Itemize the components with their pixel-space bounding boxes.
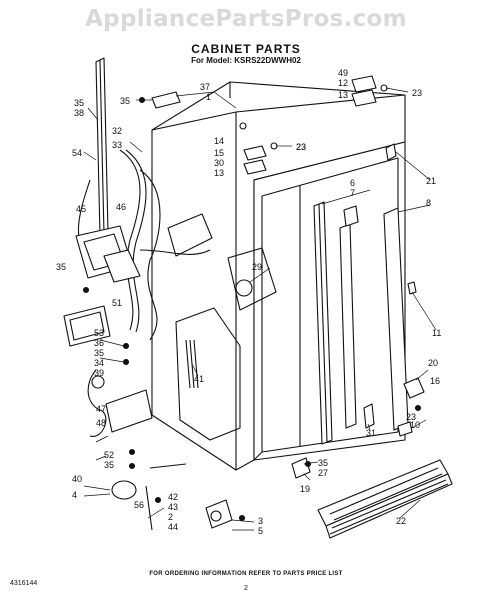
part-label: 35 (74, 98, 84, 108)
part-label: 19 (300, 484, 310, 494)
page-number: 2 (244, 585, 248, 592)
part-callouts: 35 38 54 45 46 35 51 53 36 35 34 39 47 4… (56, 68, 441, 536)
part-label: 40 (72, 474, 82, 484)
part-label: 21 (426, 176, 436, 186)
part-label: 44 (168, 522, 178, 532)
part-label: 22 (396, 516, 406, 526)
part-label: 43 (168, 502, 178, 512)
part-label: 37 (200, 82, 210, 92)
watermark: AppliancePartsPros.com (85, 6, 407, 32)
toe-grille (317, 459, 453, 539)
part-label: 39 (94, 368, 104, 378)
part-label: 23 (296, 142, 306, 152)
model-subtitle: For Model: KSRS22DWWH02 (191, 56, 301, 65)
part-label: 35 (318, 458, 328, 468)
part-label: 16 (430, 376, 440, 386)
part-label: 14 (214, 136, 224, 146)
part-label: 27 (318, 468, 328, 478)
part-label: 8 (426, 198, 431, 208)
part-label: 33 (112, 140, 122, 150)
part-label: 35 (94, 348, 104, 358)
part-label: 34 (94, 358, 104, 368)
part-label: 6 (350, 178, 355, 188)
part-label: 13 (214, 168, 224, 178)
part-label: 56 (134, 500, 144, 510)
part-label: 53 (94, 328, 104, 338)
part-label: 23 (296, 142, 306, 152)
control-housing (63, 225, 141, 347)
part-label: 41 (194, 374, 204, 384)
part-label: 23 (412, 88, 422, 98)
part-label: 7 (350, 188, 355, 198)
part-label: 30 (214, 158, 224, 168)
left-trim-strip (95, 57, 109, 237)
part-label: 51 (112, 298, 122, 308)
part-label: 2 (168, 512, 173, 522)
part-label: 13 (338, 90, 348, 100)
part-label: 11 (432, 328, 441, 338)
cabinet-body (151, 81, 406, 471)
part-label: 32 (112, 126, 122, 136)
part-label: 47 (96, 404, 106, 414)
right-trim-strips (313, 201, 409, 445)
part-label: 10 (410, 420, 420, 430)
wiring-harness (77, 149, 211, 341)
part-label: 1 (206, 92, 211, 102)
part-label: 5 (258, 526, 263, 536)
part-label: 35 (56, 262, 66, 272)
part-label: 29 (252, 262, 262, 272)
part-label: 20 (428, 358, 438, 368)
part-label: 54 (72, 148, 82, 158)
diagram-title: CABINET PARTS (191, 42, 301, 56)
part-label: 48 (96, 418, 106, 428)
bottom-bracket (291, 457, 311, 479)
part-label: 35 (120, 96, 130, 106)
part-label: 38 (74, 108, 84, 118)
part-label: 45 (76, 204, 86, 214)
part-label: 35 (104, 460, 114, 470)
part-label: 49 (338, 68, 348, 78)
document-number: 4316144 (10, 580, 38, 587)
part-label: 52 (104, 450, 114, 460)
part-label: 3 (258, 516, 263, 526)
part-label: 4 (72, 490, 77, 500)
ordering-note: FOR ORDERING INFORMATION REFER TO PARTS … (149, 571, 343, 577)
part-label: 42 (168, 492, 178, 502)
part-label: 46 (116, 202, 126, 212)
screws (82, 96, 422, 522)
leader-lines (83, 87, 437, 531)
right-clips (363, 143, 425, 437)
part-label: 31 (366, 428, 376, 438)
part-label: 36 (94, 338, 104, 348)
part-label: 23 (406, 412, 416, 422)
part-label: 12 (338, 78, 348, 88)
top-hinge-parts (151, 75, 388, 175)
part-label: 15 (214, 148, 224, 158)
lower-left-components (87, 369, 233, 531)
